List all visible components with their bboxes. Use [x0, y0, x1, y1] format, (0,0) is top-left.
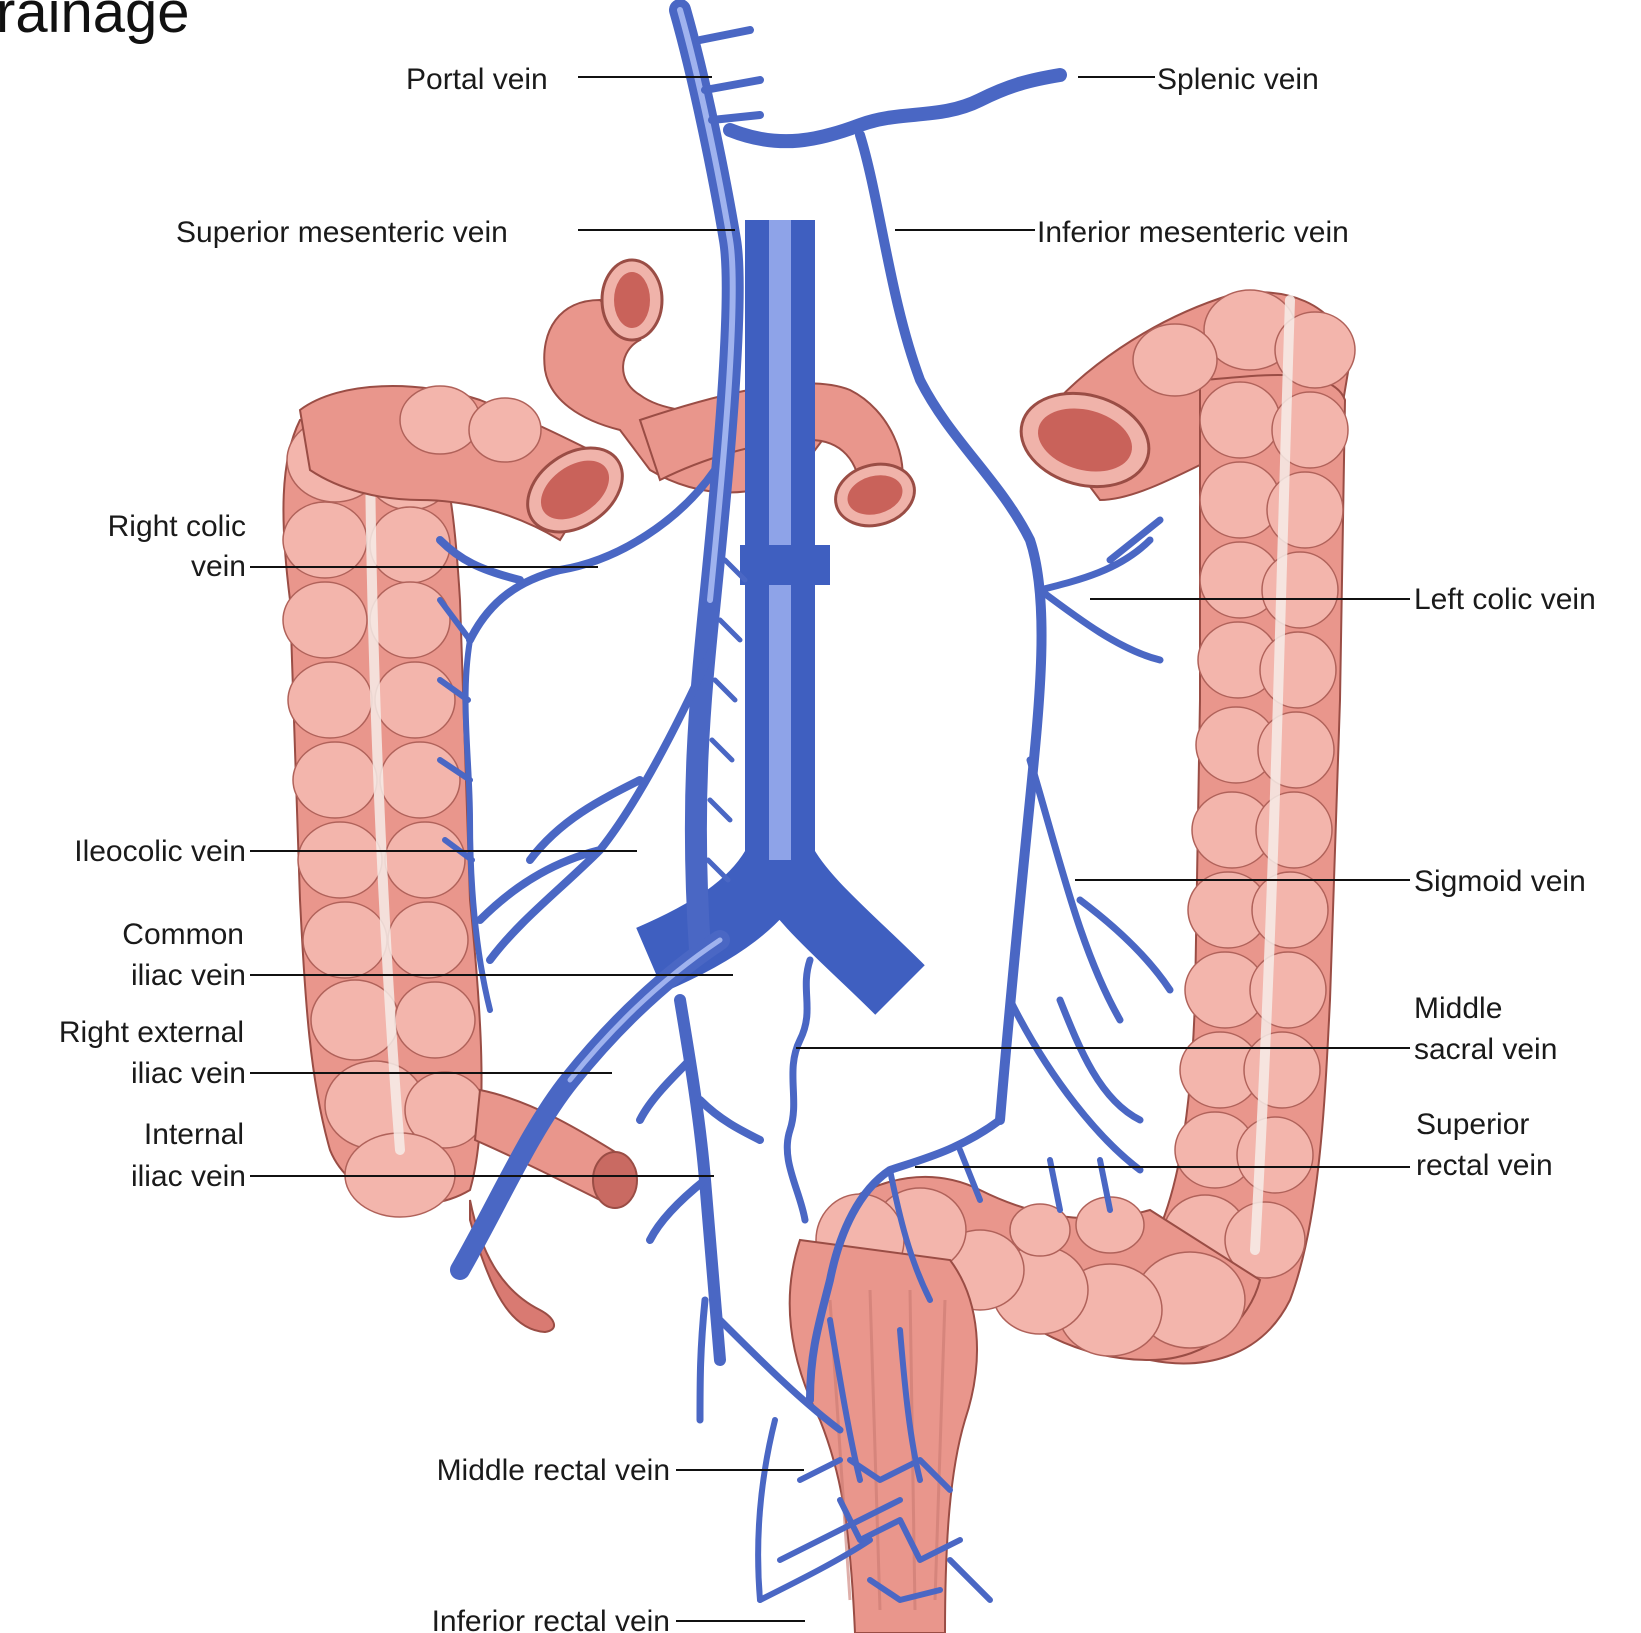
label-middle-sacral-vein-line1: Middle	[1414, 992, 1502, 1025]
label-ileocolic-vein: Ileocolic vein	[74, 835, 246, 868]
label-common-iliac-vein-line2: iliac vein	[131, 959, 246, 992]
label-right-external-iliac-vein-line2: iliac vein	[131, 1057, 246, 1090]
splenic-vein	[730, 75, 1060, 141]
label-middle-sacral-vein-line2: sacral vein	[1414, 1033, 1557, 1066]
label-middle-rectal-vein: Middle rectal vein	[437, 1454, 670, 1487]
label-internal-iliac-vein-line2: iliac vein	[131, 1160, 246, 1193]
label-right-external-iliac-vein-line1: Right external	[59, 1016, 244, 1049]
label-inferior-rectal-vein: Inferior rectal vein	[432, 1605, 670, 1633]
label-superior-rectal-vein-line2: rectal vein	[1416, 1149, 1553, 1182]
sigmoid-vein	[1010, 760, 1170, 1170]
label-right-colic-vein-line2: vein	[191, 550, 246, 583]
label-internal-iliac-vein-line1: Internal	[144, 1118, 244, 1151]
label-left-colic-vein: Left colic vein	[1414, 583, 1596, 616]
label-inferior-mesenteric-vein: Inferior mesenteric vein	[1037, 216, 1349, 249]
middle-sacral-vein	[787, 960, 810, 1220]
label-superior-rectal-vein-line1: Superior	[1416, 1108, 1529, 1141]
label-common-iliac-vein-line1: Common	[122, 918, 244, 951]
label-superior-mesenteric-vein: Superior mesenteric vein	[176, 216, 508, 249]
label-portal-vein: Portal vein	[406, 63, 548, 96]
label-right-colic-vein-line1: Right colic	[108, 510, 246, 543]
page-title: rainage	[0, 0, 189, 45]
label-splenic-vein: Splenic vein	[1157, 63, 1319, 96]
ileum-lumen	[593, 1152, 637, 1208]
label-sigmoid-vein: Sigmoid vein	[1414, 865, 1586, 898]
rectum	[790, 1240, 977, 1633]
left-colic-vein	[1040, 520, 1160, 660]
